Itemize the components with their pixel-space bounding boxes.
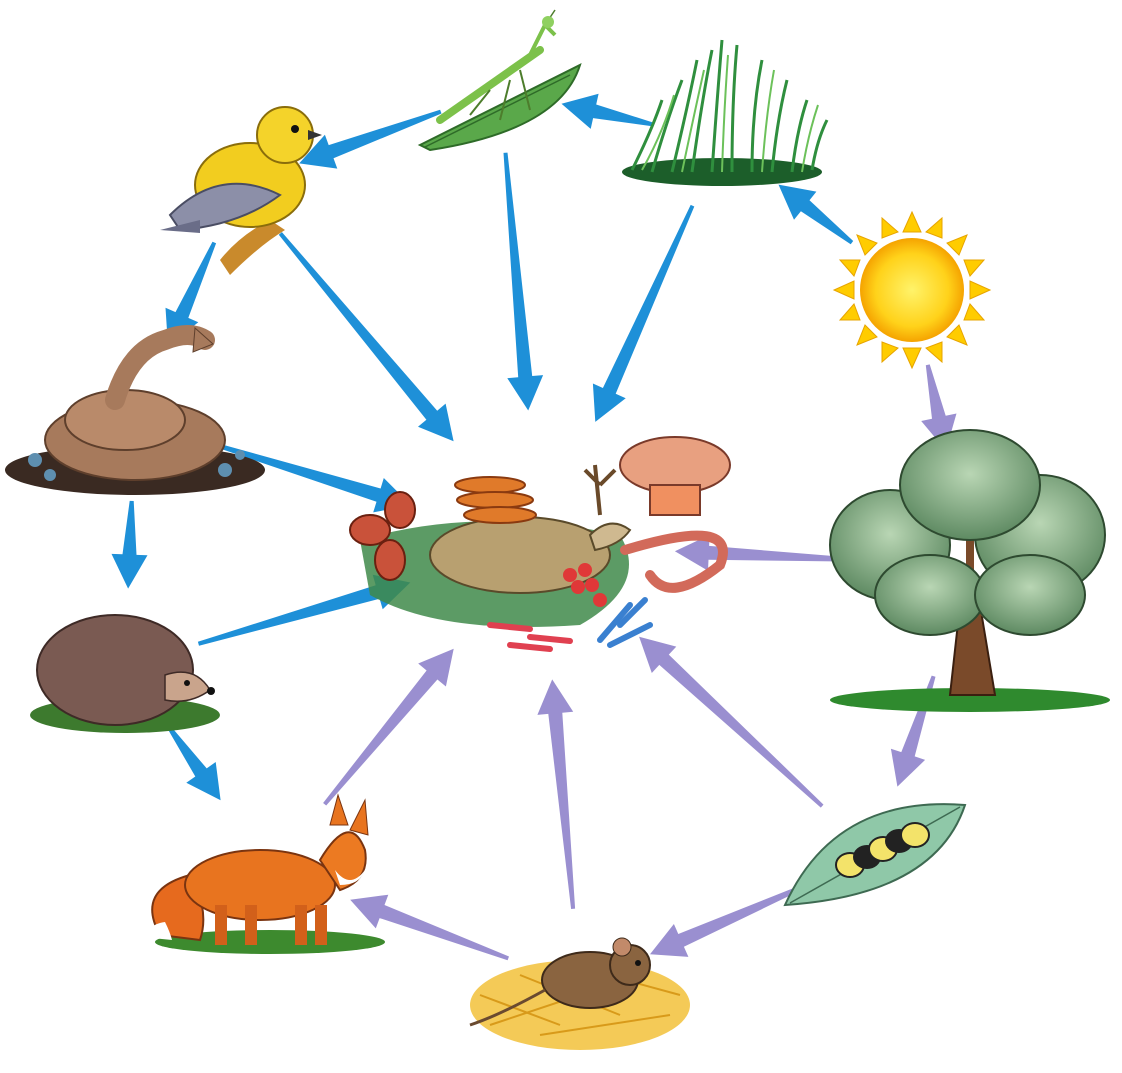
sun-icon: [834, 212, 990, 368]
snake-icon: [5, 328, 265, 495]
arrow-mouse-to-decomposers: [537, 679, 575, 909]
fox-icon: [150, 795, 385, 954]
arrow-grass-to-decomposers: [593, 205, 694, 422]
arrow-mouse-to-fox: [350, 895, 509, 961]
arrow-sun-to-grass: [779, 185, 854, 245]
arrow-caterpillar-to-mouse: [650, 882, 810, 957]
arrow-snake-to-hedgehog: [112, 501, 148, 589]
arrow-hedgehog-to-fox: [168, 726, 221, 800]
grass-icon: [622, 40, 827, 186]
bird-icon: [160, 107, 322, 275]
tree-icon: [830, 430, 1110, 712]
arrow-bird-to-decomposers: [279, 232, 454, 441]
mantis-icon: [420, 10, 580, 150]
arrow-grass-to-mantis: [562, 94, 653, 129]
arrow-caterpillar-to-decomposers: [639, 637, 823, 808]
arrow-mantis-to-decomposers: [504, 153, 544, 411]
arrow-mantis-to-bird: [299, 110, 441, 169]
hedgehog-icon: [30, 615, 220, 733]
decomposers-icon: [350, 437, 730, 649]
arrow-fox-to-decomposers: [323, 649, 454, 806]
caterpillar-icon: [785, 804, 965, 905]
